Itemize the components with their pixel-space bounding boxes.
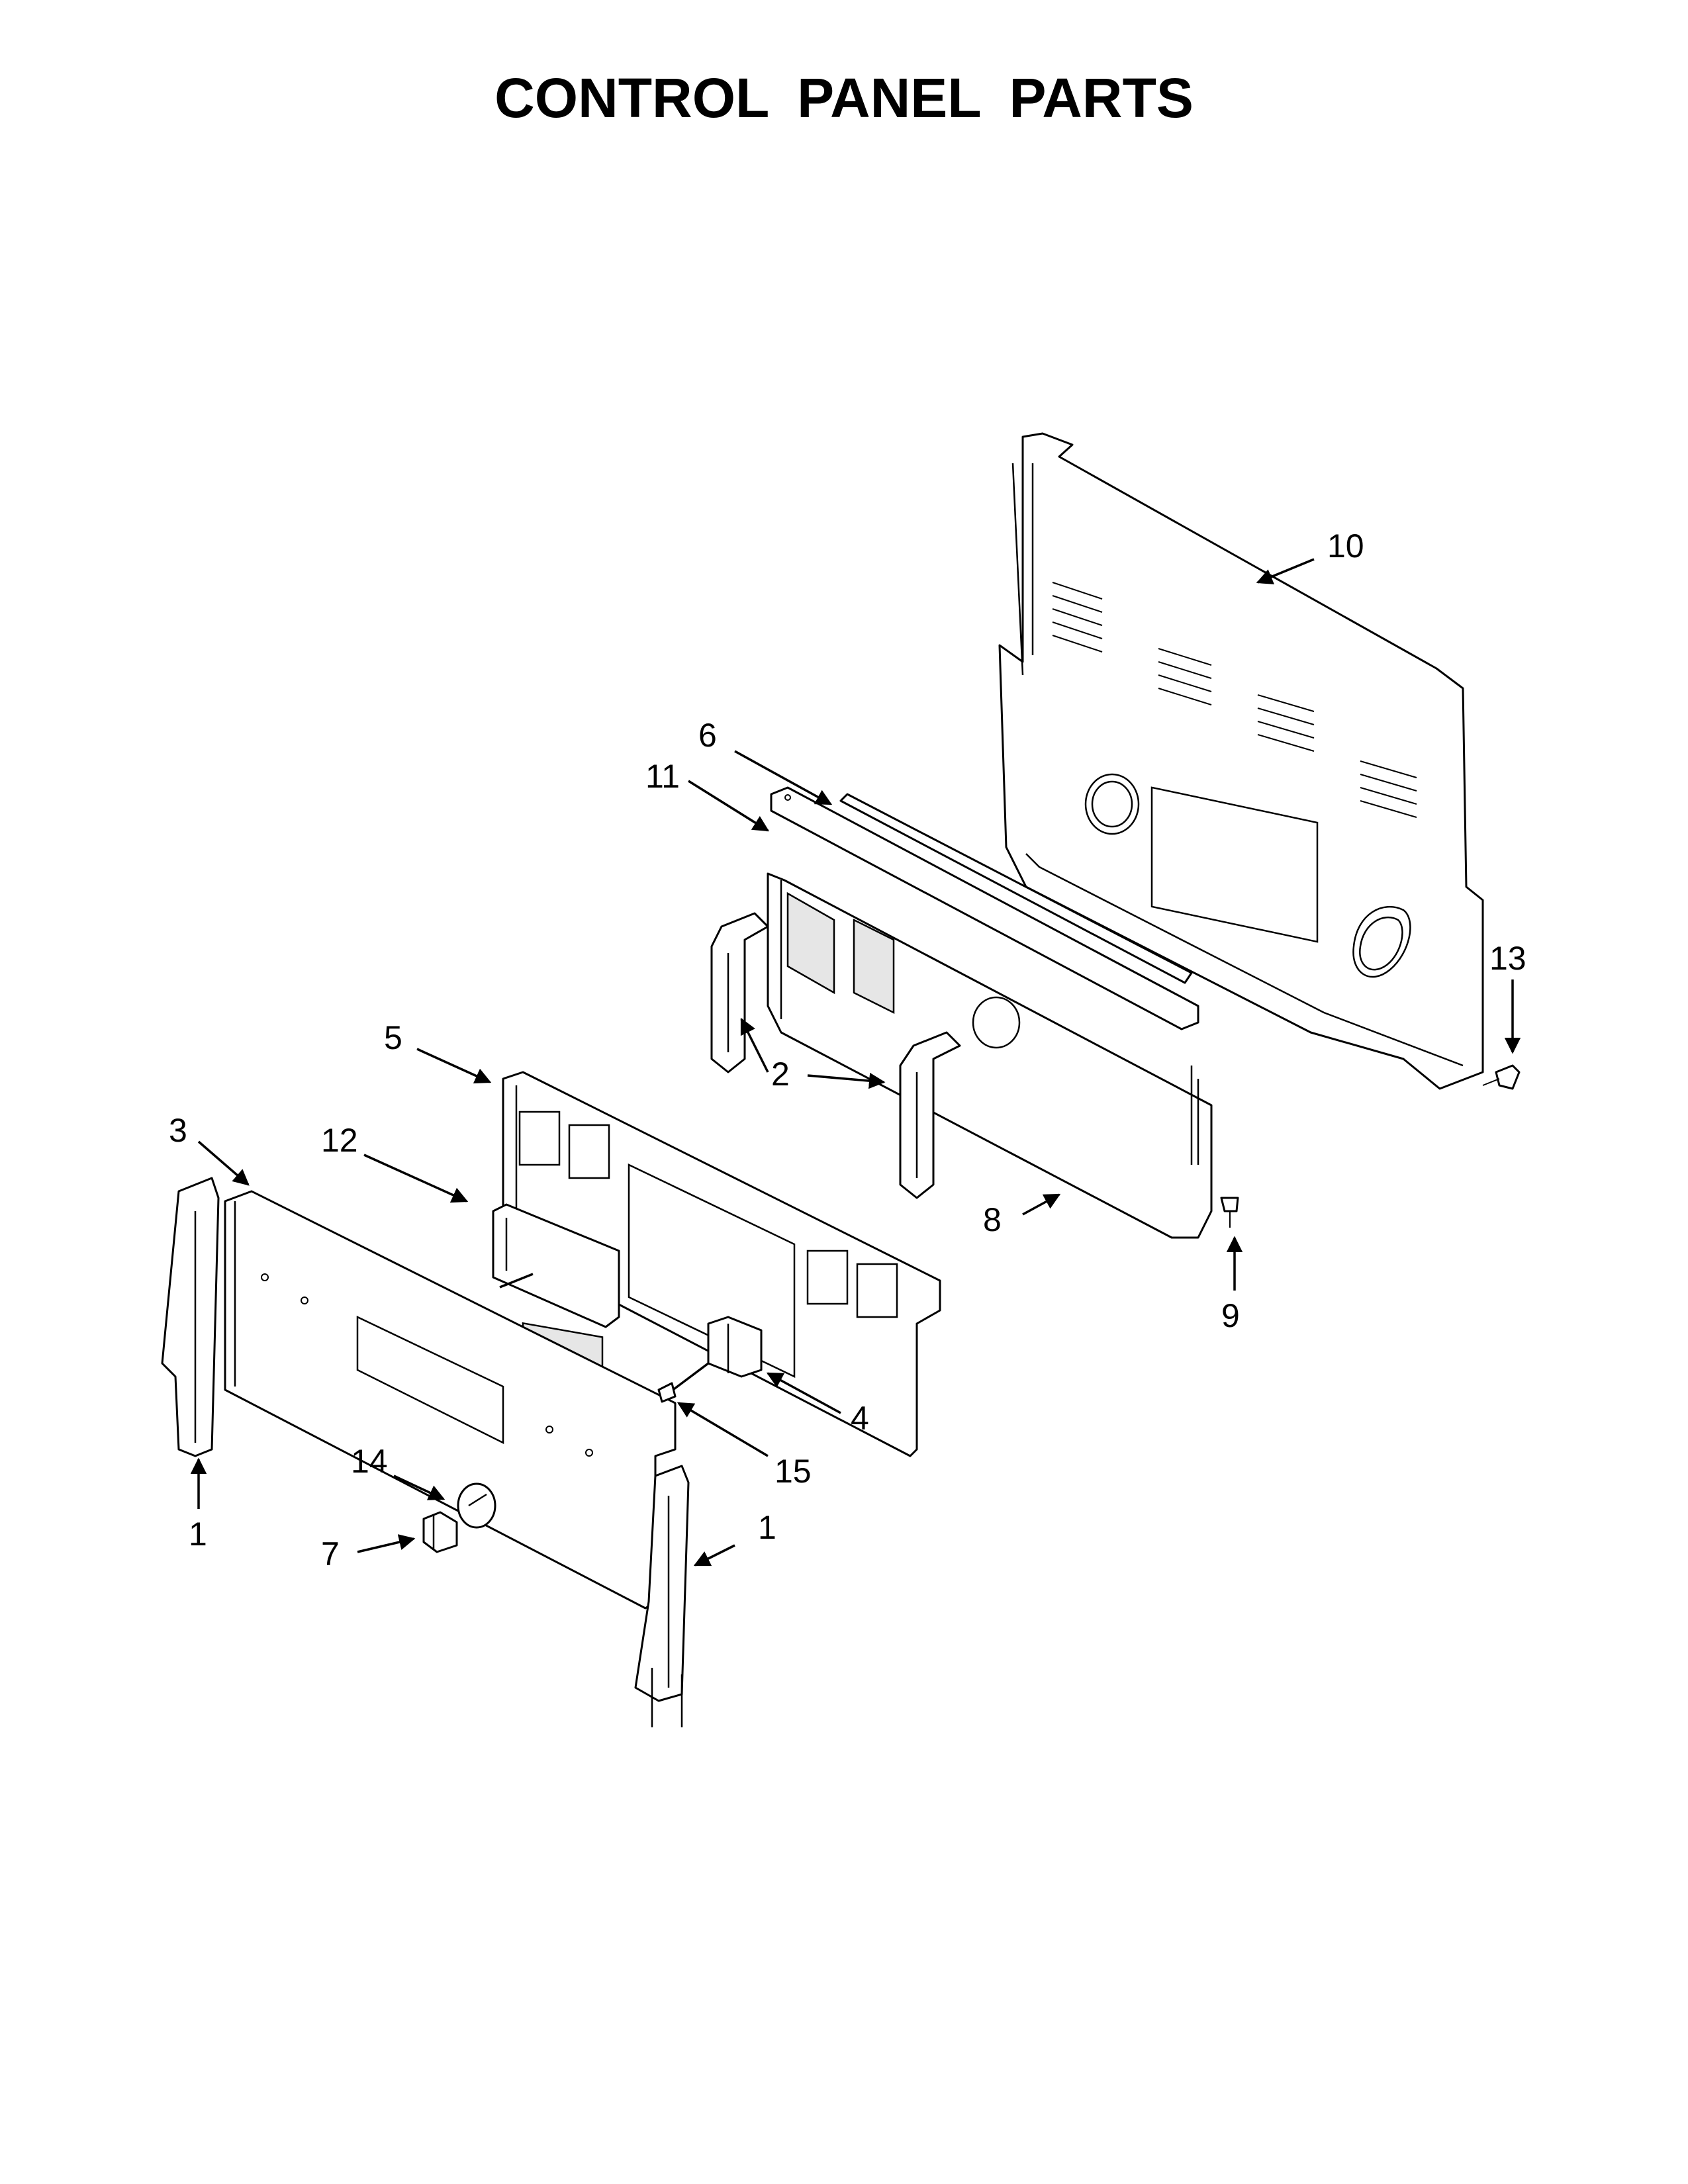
part-7-knob	[422, 1511, 458, 1553]
callout-leaders	[190, 558, 1521, 1567]
callout-6: 6	[698, 717, 717, 754]
part-14-knob-bezel	[457, 1482, 496, 1529]
callout-5: 5	[384, 1019, 402, 1056]
part-9-screw	[1220, 1197, 1239, 1228]
part-11-and-6-channels	[770, 786, 1199, 1030]
callout-12: 12	[321, 1122, 358, 1159]
callout-10: 10	[1327, 527, 1364, 565]
callout-15: 15	[774, 1453, 812, 1490]
part-10-rear-panel	[998, 432, 1484, 1090]
part-1-end-caps	[161, 1177, 690, 1727]
callout-7: 7	[321, 1535, 340, 1572]
callout-11: 11	[645, 758, 680, 795]
part-8-rear-control-panel	[767, 872, 1213, 1239]
part-2-brackets	[710, 912, 961, 1199]
page-title: CONTROL PANEL PARTS	[494, 67, 1194, 129]
callout-13: 13	[1489, 940, 1526, 977]
callout-1-left: 1	[189, 1516, 207, 1553]
part-5-mounting-bracket	[502, 1071, 941, 1457]
part-3-front-control-panel	[224, 1190, 677, 1610]
callout-14: 14	[351, 1443, 388, 1480]
callout-2: 2	[771, 1056, 790, 1093]
callout-labels: 10 6 11 13 2 5 3 12 8 9 4 15 14 7 1 1	[169, 527, 1526, 1572]
part-13-screw	[1482, 1064, 1521, 1090]
callout-8: 8	[983, 1201, 1002, 1238]
callout-9: 9	[1221, 1297, 1240, 1334]
callout-4: 4	[851, 1400, 869, 1437]
part-4-infinite-switch	[657, 1316, 763, 1403]
callout-1-right: 1	[758, 1509, 776, 1546]
callout-3: 3	[169, 1112, 187, 1149]
